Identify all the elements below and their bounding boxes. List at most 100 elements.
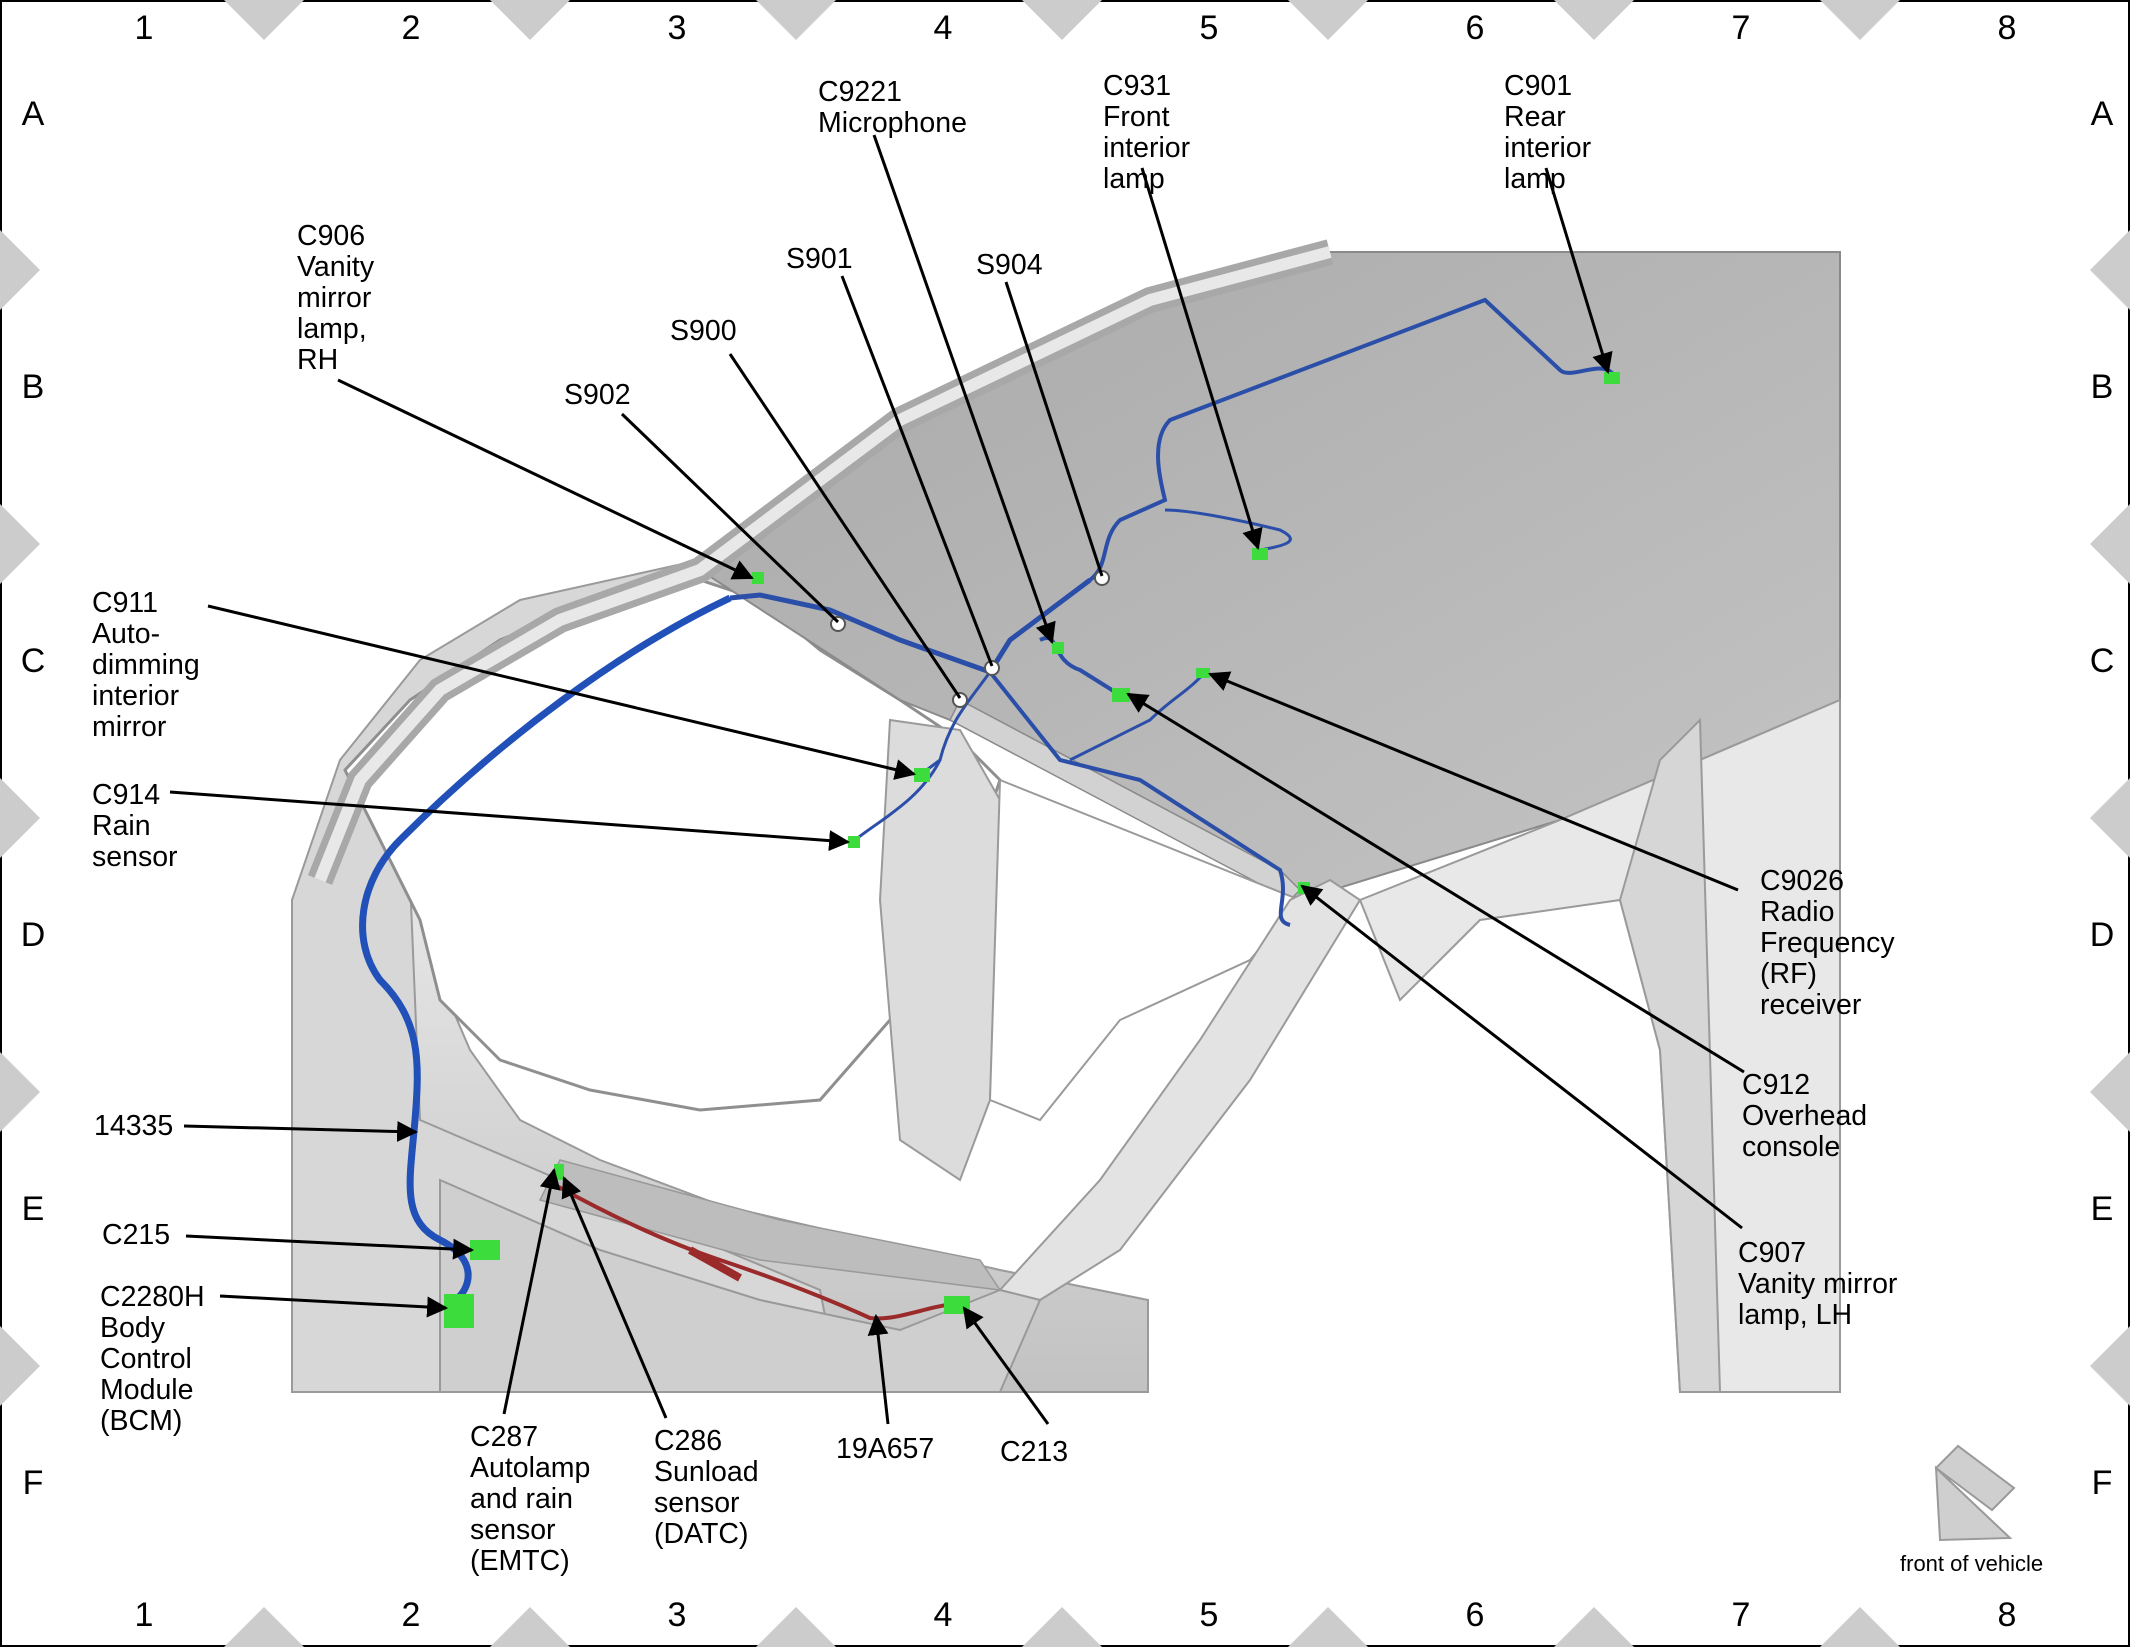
callout-line: RH	[297, 344, 338, 376]
callout-line: sensor	[92, 841, 178, 873]
grid-column-label-bottom: 8	[1998, 1596, 2017, 1634]
callout-c213: C213	[1000, 1436, 1068, 1468]
grid-column-label-bottom: 2	[402, 1596, 421, 1634]
border-marker-left	[0, 504, 40, 584]
grid-column-label-bottom: 3	[668, 1596, 687, 1634]
front-of-vehicle-indicator: front of vehicle	[1900, 1444, 2043, 1576]
callout-line: Autolamp	[470, 1452, 590, 1484]
callout-s902: S902	[564, 379, 631, 411]
callout-line: mirror	[297, 282, 372, 314]
callout-w14335: 14335	[94, 1110, 173, 1142]
grid-row-label-right: E	[2091, 1190, 2114, 1228]
callout-line: Sunload	[654, 1456, 759, 1488]
connector-c906	[752, 572, 764, 584]
callout-line: C213	[1000, 1436, 1068, 1468]
callout-s904: S904	[976, 249, 1043, 281]
callout-line: C215	[102, 1219, 170, 1251]
callout-line: mirror	[92, 711, 167, 743]
callout-line: sensor	[470, 1514, 556, 1546]
border-marker-right	[2090, 1326, 2130, 1406]
border-marker-left	[0, 1052, 40, 1132]
callout-line: interior	[1103, 132, 1191, 164]
border-marker-left	[0, 1326, 40, 1406]
callout-line: lamp	[1103, 163, 1165, 195]
border-marker-right	[2090, 1052, 2130, 1132]
callout-line: C914	[92, 779, 160, 811]
grid-row-label-left: C	[21, 642, 46, 680]
border-marker-right	[2090, 778, 2130, 858]
callout-line: sensor	[654, 1487, 740, 1519]
callout-line: Auto-	[92, 618, 160, 650]
callout-line: S902	[564, 379, 631, 411]
splice-s904	[1094, 570, 1110, 586]
callout-line: C906	[297, 220, 365, 252]
connector-c931	[1252, 548, 1268, 560]
border-marker-bottom	[224, 1607, 304, 1647]
connector-c901	[1604, 372, 1620, 384]
grid-column-label-top: 8	[1998, 9, 2017, 47]
callout-line: C907	[1738, 1237, 1806, 1269]
grid-row-label-right: B	[2091, 368, 2114, 406]
border-marker-left	[0, 230, 40, 310]
grid-row-label-right: D	[2090, 916, 2115, 954]
border-marker-top	[1288, 0, 1368, 40]
grid-column-label-bottom: 7	[1732, 1596, 1751, 1634]
grid-column-label-top: 5	[1200, 9, 1219, 47]
callout-line: console	[1742, 1131, 1840, 1163]
grid-row-label-left: F	[23, 1464, 44, 1502]
grid-column-label-bottom: 1	[135, 1596, 154, 1634]
border-marker-bottom	[490, 1607, 570, 1647]
grid-column-label-bottom: 4	[934, 1596, 953, 1634]
grid-row-label-right: F	[2092, 1464, 2113, 1502]
callout-line: (BCM)	[100, 1405, 182, 1437]
harness-19a657	[554, 1183, 966, 1321]
callout-line: 14335	[94, 1110, 173, 1142]
border-marker-top	[1554, 0, 1634, 40]
grid-column-label-top: 3	[668, 9, 687, 47]
grid-row-label-left: E	[22, 1190, 45, 1228]
callout-line: Body	[100, 1312, 166, 1344]
callout-s901: S901	[786, 243, 853, 275]
border-marker-top	[756, 0, 836, 40]
splice-s901	[984, 660, 1000, 676]
callout-line: lamp	[1504, 163, 1566, 195]
callout-line: C911	[92, 587, 158, 619]
border-marker-bottom	[1820, 1607, 1900, 1647]
border-marker-top	[224, 0, 304, 40]
callout-line: lamp, LH	[1738, 1299, 1852, 1331]
callout-line: Rear	[1504, 101, 1566, 133]
callout-line: C912	[1742, 1069, 1810, 1101]
callout-line: Radio	[1760, 896, 1834, 928]
callout-line: S900	[670, 315, 737, 347]
callout-line: interior	[1504, 132, 1592, 164]
grid-column-label-top: 7	[1732, 9, 1751, 47]
callout-line: Microphone	[818, 107, 967, 139]
grid-row-label-left: D	[21, 916, 46, 954]
grid-row-label-right: A	[2091, 95, 2114, 133]
border-marker-right	[2090, 504, 2130, 584]
callout-line: 19A657	[836, 1433, 934, 1465]
grid-row-label-left: B	[22, 368, 45, 406]
callout-line: C931	[1103, 70, 1171, 102]
connector-c914	[848, 836, 860, 848]
grid-column-label-bottom: 5	[1200, 1596, 1219, 1634]
border-marker-bottom	[1554, 1607, 1634, 1647]
connector-c911	[914, 768, 930, 782]
callout-line: (RF)	[1760, 958, 1817, 990]
border-marker-bottom	[1022, 1607, 1102, 1647]
callout-line: Control	[100, 1343, 192, 1375]
border-marker-top	[490, 0, 570, 40]
